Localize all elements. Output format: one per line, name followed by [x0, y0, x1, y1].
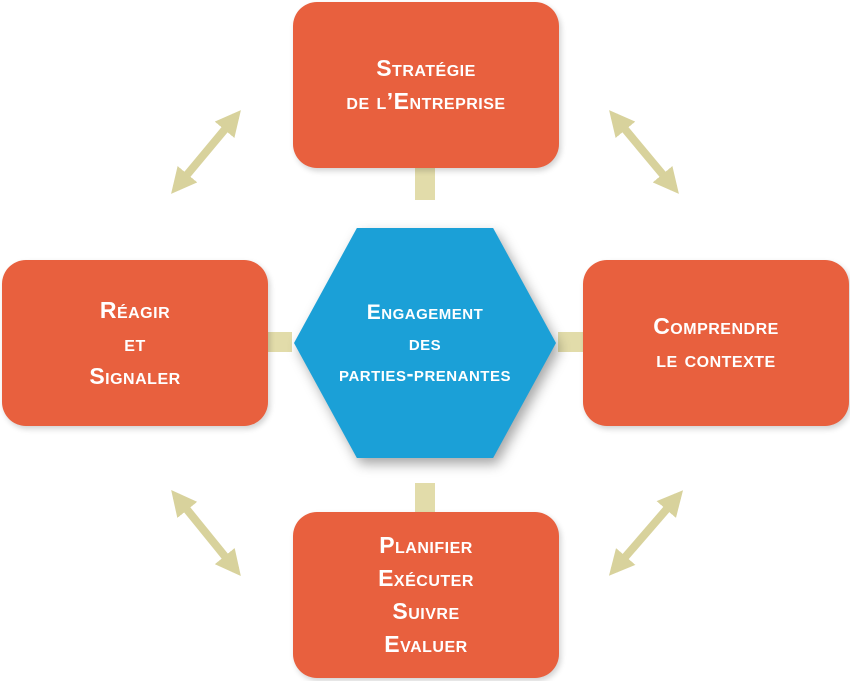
center-hexagon: Engagement des parties-prenantes: [294, 228, 556, 458]
box-planifier-line-1: Planifier: [379, 532, 473, 558]
box-strategie-line-1: Stratégie: [376, 55, 476, 81]
connector-top: [415, 168, 435, 200]
box-planifier-line-2: Exécuter: [378, 565, 474, 591]
connector-bottom: [415, 483, 435, 512]
connector-right: [558, 332, 583, 352]
box-planifier-line-4: Evaluer: [384, 631, 468, 657]
center-line-3: parties-prenantes: [339, 362, 511, 386]
box-strategie: Stratégie de l’Entreprise: [293, 2, 559, 168]
double-arrow-icon-top-left: [171, 110, 241, 194]
box-reagir-line-3: Signaler: [89, 362, 181, 389]
double-arrow-icon-bottom-right: [608, 490, 684, 576]
center-line-1: Engagement: [366, 300, 484, 324]
box-reagir-line-1: Réagir: [99, 296, 171, 323]
box-strategie-line-2: de l’Entreprise: [346, 88, 506, 114]
box-reagir-line-2: et: [124, 329, 146, 356]
box-planifier: Planifier Exécuter Suivre Evaluer: [293, 512, 559, 678]
box-comprendre-line-2: le contexte: [656, 346, 776, 372]
center-line-2: des: [408, 331, 442, 355]
box-comprendre-line-1: Comprendre: [653, 313, 779, 339]
box-planifier-line-3: Suivre: [392, 598, 460, 624]
double-arrow-icon-bottom-left: [171, 490, 241, 576]
center-hexagon-shape: Engagement des parties-prenantes: [294, 228, 556, 458]
box-reagir: Réagir et Signaler: [2, 260, 268, 426]
connector-left: [268, 332, 292, 352]
double-arrow-icon-top-right: [609, 110, 679, 194]
box-comprendre: Comprendre le contexte: [583, 260, 849, 426]
